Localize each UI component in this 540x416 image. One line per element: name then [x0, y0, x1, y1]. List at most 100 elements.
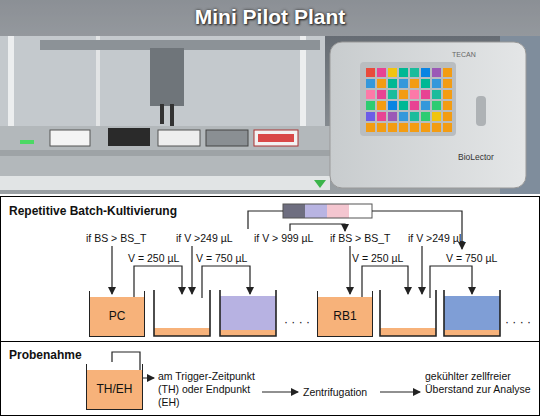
trigger-arrow — [421, 246, 422, 294]
culture-well — [388, 90, 397, 99]
culture-well — [410, 79, 419, 88]
plate-bracket — [248, 211, 283, 229]
condition-label: if BS > BS_T — [330, 232, 390, 245]
plate-strip — [327, 204, 349, 218]
culture-well — [377, 123, 386, 132]
culture-well: PC — [89, 291, 145, 337]
well-fill — [220, 296, 276, 336]
microplate — [158, 130, 200, 146]
pipette-tip — [170, 104, 174, 126]
device-handle — [476, 96, 486, 126]
volume-label: V = 250 µL — [352, 252, 403, 265]
well-fill — [444, 330, 500, 336]
well-grid — [366, 68, 452, 132]
laser-light — [20, 140, 34, 144]
back-wall — [0, 36, 325, 128]
culture-well — [421, 123, 430, 132]
step-text: am Trigger-Zeitpunkt (TH) oder Endpunkt … — [158, 370, 260, 409]
robot-arm — [150, 48, 184, 106]
photo-title: Mini Pilot Plant — [0, 5, 540, 29]
culture-well — [399, 123, 408, 132]
culture-well — [410, 90, 419, 99]
culture-well — [366, 112, 375, 121]
culture-well — [388, 101, 397, 110]
deck-front — [0, 176, 330, 190]
filled-well — [220, 290, 276, 336]
plate-strip-outline — [283, 204, 372, 218]
culture-well — [443, 101, 452, 110]
culture-well — [410, 112, 419, 121]
well-label: TH/EH — [97, 382, 133, 396]
culture-well — [421, 68, 430, 77]
pipette-tip — [160, 104, 164, 124]
culture-well — [421, 90, 430, 99]
culture-well — [377, 112, 386, 121]
robot-deck — [0, 126, 330, 180]
section-band: Repetitive Batch-KultivierungPCRB1 — [0, 196, 540, 342]
culture-well — [399, 101, 408, 110]
culture-well — [366, 79, 375, 88]
culture-well — [432, 79, 441, 88]
plate-strip — [283, 204, 305, 218]
culture-well — [410, 123, 419, 132]
culture-well — [421, 101, 430, 110]
flow-arrows — [112, 211, 472, 392]
microplate — [206, 130, 248, 146]
sample-well: TH/EH — [86, 364, 143, 410]
volume-label: V = 750 µL — [446, 252, 497, 265]
device-name: BioLector — [458, 151, 494, 164]
culture-well — [366, 101, 375, 110]
well-label: RB1 — [333, 309, 356, 323]
culture-well: RB1 — [317, 291, 373, 337]
condition-label: if V >249 µL — [176, 232, 233, 245]
culture-well — [377, 79, 386, 88]
culture-well — [388, 68, 397, 77]
deck-rail — [0, 150, 330, 156]
well-fill — [220, 330, 276, 336]
step-arrow — [380, 391, 420, 392]
status-led — [314, 180, 326, 188]
lab-photo — [0, 0, 540, 194]
culture-well — [443, 68, 452, 77]
title-band — [0, 0, 540, 36]
trigger-arrow — [349, 246, 350, 294]
well-fill — [380, 328, 436, 336]
culture-well — [399, 90, 408, 99]
step-text: gekühlter zellfreier Überstand zur Analy… — [425, 370, 533, 396]
trigger-arrow — [111, 246, 112, 294]
culture-well — [410, 101, 419, 110]
culture-well — [432, 123, 441, 132]
trigger-arrow — [290, 224, 345, 231]
culture-well — [388, 79, 397, 88]
culture-well — [421, 112, 430, 121]
microplate — [254, 130, 298, 146]
trigger-arrow — [191, 246, 192, 294]
culture-well — [399, 79, 408, 88]
reservoir — [258, 134, 294, 142]
plate-strip — [349, 204, 372, 218]
culture-well — [399, 68, 408, 77]
microplate — [108, 128, 150, 146]
culture-well — [432, 112, 441, 121]
culture-well — [366, 90, 375, 99]
condition-label: if V > 999 µL — [254, 232, 313, 245]
culture-well — [377, 101, 386, 110]
section-heading: Probenahme — [9, 348, 82, 362]
culture-well — [443, 123, 452, 132]
culture-well — [443, 112, 452, 121]
filled-well — [444, 290, 500, 336]
step-text: Zentrifugation — [303, 386, 367, 399]
well-label: PC — [109, 309, 126, 323]
culture-well — [377, 90, 386, 99]
empty-well — [380, 290, 436, 336]
photo-background — [0, 0, 540, 194]
culture-well — [388, 112, 397, 121]
condition-label: if BS > BS_T — [86, 232, 146, 245]
culture-well — [410, 68, 419, 77]
culture-well — [432, 68, 441, 77]
microplate — [50, 130, 90, 146]
culture-well — [443, 90, 452, 99]
ellipsis-dots: · · · · — [284, 316, 310, 329]
ellipsis-dots: · · · · — [505, 316, 531, 329]
